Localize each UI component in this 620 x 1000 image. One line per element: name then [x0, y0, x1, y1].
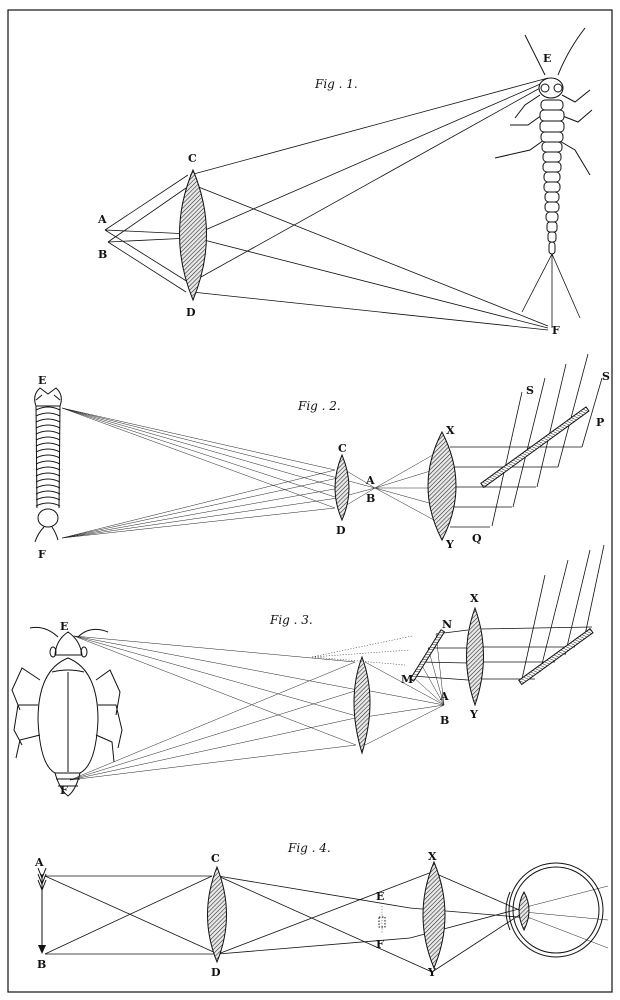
segmented-worm-illustration: [34, 387, 62, 543]
mayfly-larva-illustration: [494, 27, 593, 328]
figure-2-rays: [61, 353, 603, 539]
beetle-illustration: [11, 626, 123, 797]
figure-2-label-s1: S: [526, 384, 534, 397]
figure-4-label-f: F: [376, 938, 384, 951]
figure-3-rays: [69, 544, 605, 781]
figure-2-label-a: A: [365, 474, 375, 487]
figure-4-rays: [44, 871, 609, 973]
figure-1-rays: [104, 77, 549, 331]
figure-1-label-e: E: [543, 52, 551, 65]
figure-4-label-a: A: [34, 856, 44, 869]
figure-3-caption: Fig . 3.: [269, 613, 313, 627]
figure-1-caption: Fig . 1.: [314, 77, 358, 91]
figure-4-lens-xy: [422, 860, 446, 970]
figure-4-virtual-image: [378, 916, 386, 928]
figure-3-label-n: N: [442, 618, 452, 631]
figure-3-label-a: A: [439, 690, 449, 703]
figure-3-lens-xy: [466, 606, 484, 707]
figure-3-label-f: F: [60, 784, 68, 797]
arrow-object-illustration: [37, 867, 47, 954]
plate-border: [7, 9, 613, 993]
figure-3: Fig . 3. E F: [11, 544, 605, 797]
figure-2-label-b: B: [366, 492, 375, 505]
figure-2-label-p: P: [596, 416, 604, 429]
figure-2-label-e: E: [38, 374, 46, 387]
figure-2-mirror-pq: [480, 406, 590, 489]
figure-1-label-b: B: [98, 248, 107, 261]
figure-4-lens-cd: [207, 865, 227, 964]
figure-1-label-d: D: [186, 306, 196, 319]
figure-3-reflector: [518, 627, 594, 686]
figure-3-label-x: X: [470, 592, 479, 605]
figure-2-lens-cd: [334, 453, 350, 522]
figure-4: Fig . 4. A B: [34, 841, 609, 979]
figure-4-label-x: X: [428, 850, 437, 863]
figure-4-label-e: E: [376, 890, 384, 903]
eye-illustration: [505, 862, 604, 958]
figure-1-label-c: C: [188, 152, 197, 165]
figure-4-label-b: B: [37, 958, 46, 971]
figure-2-label-c: C: [338, 442, 347, 455]
figure-1-label-a: A: [97, 213, 107, 226]
figure-2: Fig . 2.: [34, 353, 610, 561]
figure-1-label-f: F: [552, 324, 560, 337]
figure-3-label-e: E: [60, 620, 68, 633]
figure-2-label-y: Y: [445, 538, 454, 551]
figure-3-mirror-mn: [409, 629, 446, 682]
figure-2-label-q: Q: [472, 532, 482, 545]
figure-4-label-y: Y: [427, 966, 436, 979]
figure-2-label-d: D: [336, 524, 346, 537]
figure-4-label-c: C: [211, 852, 220, 865]
figure-4-caption: Fig . 4.: [287, 841, 331, 855]
figure-2-label-f: F: [38, 548, 46, 561]
figure-4-label-d: D: [211, 966, 221, 979]
figure-3-label-y: Y: [469, 708, 478, 721]
figure-3-label-m: M: [401, 673, 413, 686]
figure-2-caption: Fig . 2.: [297, 399, 341, 413]
figure-2-label-s2: S: [602, 370, 610, 383]
figure-3-label-b: B: [440, 714, 449, 727]
figure-3-objective-lens: [353, 655, 371, 755]
figure-2-label-x: X: [446, 424, 455, 437]
figure-2-lens-xy: [427, 430, 457, 542]
figure-1: Fig . 1. A B C D E F: [97, 27, 593, 337]
figure-1-lens-cd: [179, 168, 207, 302]
